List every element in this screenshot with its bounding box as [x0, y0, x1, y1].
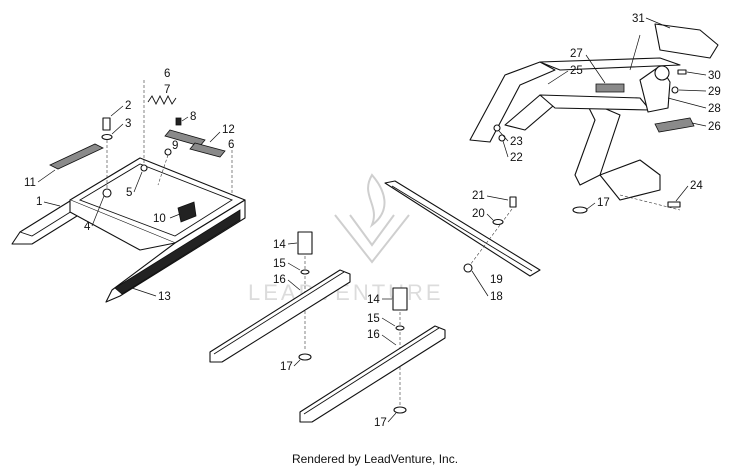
- bolt-2: [102, 117, 111, 131]
- callout-30: 30: [708, 70, 721, 82]
- callout-22: 22: [510, 152, 523, 164]
- callout-29: 29: [708, 86, 721, 98]
- callout-11: 11: [24, 177, 36, 189]
- callout-3: 3: [125, 118, 131, 130]
- callout-labels: 1 2 3 4 5 6 6 7 8 9 10 11 12 13 14 15 16…: [24, 13, 721, 429]
- block-14-lower: [392, 287, 408, 311]
- callout-15a: 15: [273, 258, 286, 270]
- plug-18: [463, 263, 473, 273]
- grab-handle-31: [654, 23, 719, 59]
- bolt-30: [677, 69, 687, 75]
- clamp-10: [177, 201, 197, 223]
- callout-8: 8: [190, 111, 196, 123]
- nut-17-bumper: [572, 206, 588, 214]
- callout-4: 4: [84, 221, 91, 233]
- callout-6b: 6: [228, 139, 234, 151]
- exploded-parts-diagram: LEADVENTURE: [11, 13, 721, 429]
- callout-16a: 16: [273, 274, 286, 286]
- pad-26: [654, 117, 695, 133]
- callout-28: 28: [708, 103, 721, 115]
- pad-11: [49, 143, 104, 170]
- pad-27: [595, 83, 625, 93]
- render-credit: Rendered by LeadVenture, Inc.: [291, 452, 459, 466]
- nut-17-upper: [298, 353, 312, 361]
- screw-15-lower: [395, 325, 405, 331]
- callout-17c: 17: [597, 197, 610, 209]
- callout-19: 19: [490, 274, 503, 286]
- pad-12b: [189, 142, 226, 158]
- callout-21: 21: [472, 190, 485, 202]
- washer-3: [101, 133, 113, 141]
- rear-bumper-assembly: [469, 23, 719, 214]
- callout-25: 25: [570, 65, 583, 77]
- pin-8: [175, 117, 182, 126]
- bolt-23: [493, 124, 501, 132]
- callout-9: 9: [172, 140, 178, 152]
- floor-panel-19: [384, 180, 541, 277]
- callout-1: 1: [36, 196, 42, 208]
- callout-13: 13: [158, 291, 171, 303]
- spring-7: [147, 94, 177, 106]
- callout-14a: 14: [273, 239, 286, 251]
- pad-12a: [164, 129, 206, 147]
- callout-12: 12: [222, 124, 235, 136]
- callout-20: 20: [472, 208, 485, 220]
- block-14-upper: [297, 231, 313, 255]
- callout-2: 2: [125, 100, 131, 112]
- screw-15-upper: [300, 269, 310, 275]
- rail-assembly-lower: [299, 287, 446, 423]
- bolt-9: [164, 148, 172, 156]
- callout-26: 26: [708, 121, 721, 133]
- callout-18: 18: [490, 291, 503, 303]
- callout-24: 24: [690, 180, 703, 192]
- callout-14b: 14: [367, 294, 380, 306]
- bolt-24: [667, 201, 681, 208]
- nut-17-lower: [393, 406, 407, 414]
- callout-6a: 6: [164, 68, 170, 80]
- rack-base-frame: [11, 80, 246, 303]
- rail-assembly-upper: [209, 231, 351, 363]
- callout-7: 7: [164, 84, 170, 96]
- fastener-4: [102, 188, 112, 198]
- callout-16b: 16: [367, 329, 380, 341]
- nut-22: [498, 134, 506, 142]
- callout-17b: 17: [374, 417, 387, 429]
- reflector-strip-13: [114, 209, 241, 295]
- callout-23: 23: [510, 136, 523, 148]
- washer-20: [492, 218, 504, 226]
- callout-17a: 17: [280, 361, 293, 373]
- bolt-21: [509, 196, 517, 208]
- callout-27: 27: [570, 48, 583, 60]
- fastener-5: [140, 164, 148, 172]
- callout-10: 10: [153, 213, 166, 225]
- callout-15b: 15: [367, 313, 380, 325]
- callout-5: 5: [126, 187, 132, 199]
- callout-31: 31: [632, 13, 645, 25]
- nut-29: [671, 86, 679, 94]
